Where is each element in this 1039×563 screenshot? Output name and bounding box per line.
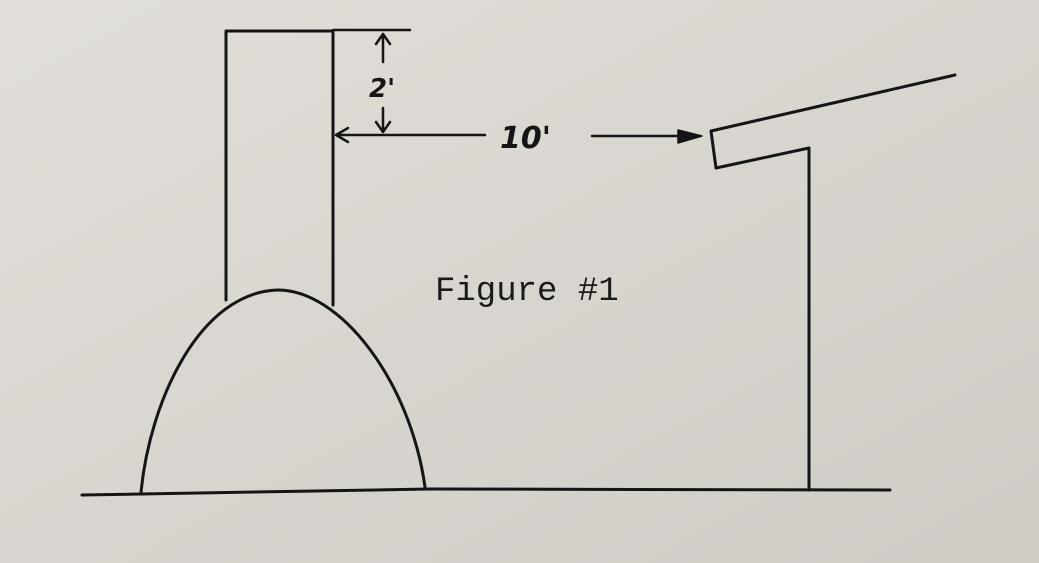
- chimney: [224, 29, 335, 307]
- figure-caption: Figure #1: [435, 273, 619, 311]
- vertical-dimension-label: 2': [369, 74, 395, 104]
- arrow-head-icon: [677, 129, 703, 144]
- horizontal-dimension-label: 10': [500, 121, 551, 156]
- roof: [709, 73, 957, 492]
- vertical-dimension-arrow: [374, 32, 392, 134]
- ground-line: [80, 487, 892, 497]
- dome-building: [139, 288, 427, 494]
